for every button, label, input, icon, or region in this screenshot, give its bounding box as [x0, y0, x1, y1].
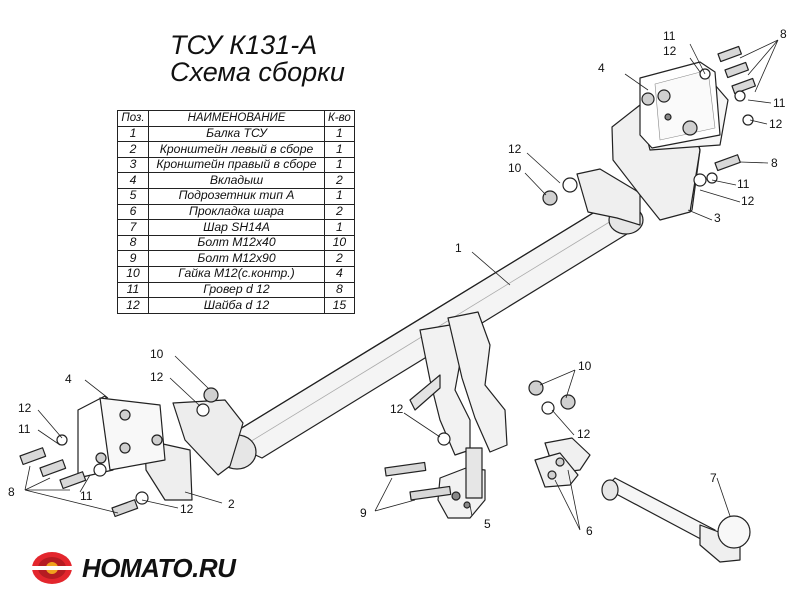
callout-c12-c: 12: [390, 402, 404, 416]
header-name: НАИМЕНОВАНИЕ: [148, 110, 325, 127]
brand-logo[interactable]: HOMATO.RU: [30, 548, 236, 588]
cell-name: Подрозетник тип А: [148, 187, 325, 205]
tow-ball: [601, 477, 751, 563]
diagram-subtitle: Схема сборки: [170, 57, 345, 87]
callout-c8-tr: 8: [780, 27, 787, 41]
cell-qty: 1: [324, 187, 355, 205]
callout-c12-l2: 12: [18, 401, 32, 415]
callout-c6: 6: [586, 524, 593, 538]
callout-c12-tr: 12: [663, 44, 677, 58]
callout-c5: 5: [484, 517, 491, 531]
callout-c12-l3: 12: [180, 502, 194, 516]
cell-name: Шайба d 12: [148, 297, 325, 314]
callout-c3: 3: [714, 211, 721, 225]
callout-c7: 7: [710, 471, 717, 485]
callout-c12-mid: 12: [508, 142, 522, 156]
cell-pos: 12: [117, 297, 149, 314]
cell-qty: 4: [324, 265, 355, 283]
cell-name: Гровер d 12: [148, 281, 325, 299]
callout-c9: 9: [360, 506, 367, 520]
callout-c4-tr: 4: [598, 61, 605, 75]
cell-name: Кронштейн левый в сборе: [148, 141, 325, 158]
cell-name: Болт М12х90: [148, 250, 325, 267]
socket-plate: [437, 447, 486, 519]
header-pos: Поз.: [117, 110, 149, 127]
cell-name: Прокладка шара: [148, 203, 325, 221]
callout-c12-tr2: 12: [769, 117, 783, 131]
brand-name: HOMATO.RU: [82, 552, 236, 583]
right-bracket: [611, 61, 729, 221]
callout-c2: 2: [228, 497, 235, 511]
callout-c11-tr2: 11: [773, 96, 786, 110]
callout-c11-tr3: 11: [737, 177, 750, 191]
bolts: [19, 45, 757, 518]
callout-c11-l: 11: [18, 422, 31, 436]
callout-c11-tr: 11: [663, 29, 676, 43]
cell-qty: 15: [324, 297, 355, 314]
ball-spacers: [534, 437, 591, 488]
callout-c8-l: 8: [8, 485, 15, 499]
brand-mark-icon: [30, 552, 74, 584]
callout-c12-tr3: 12: [741, 194, 755, 208]
callout-c8-tr2: 8: [771, 156, 778, 170]
callout-c1: 1: [455, 241, 462, 255]
callout-c4-l: 4: [65, 372, 72, 386]
fasteners: [56, 68, 754, 505]
callout-c12-r: 12: [577, 427, 591, 441]
callout-c10-l: 10: [150, 347, 164, 361]
callout-c10-mid: 10: [508, 161, 522, 175]
callout-c12-l: 12: [150, 370, 164, 384]
diagram-title: ТСУ К131-А: [170, 30, 318, 60]
callout-c10-r: 10: [578, 359, 592, 373]
left-bracket: [77, 395, 193, 501]
tow-beam: [172, 168, 644, 476]
parts-table-header: Поз. НАИМЕНОВАНИЕ К-во: [117, 110, 355, 127]
cell-name: Гайка М12(с.контр.): [148, 265, 325, 283]
callout-c11-l2: 11: [80, 489, 93, 503]
leader-lines: [24, 39, 779, 531]
